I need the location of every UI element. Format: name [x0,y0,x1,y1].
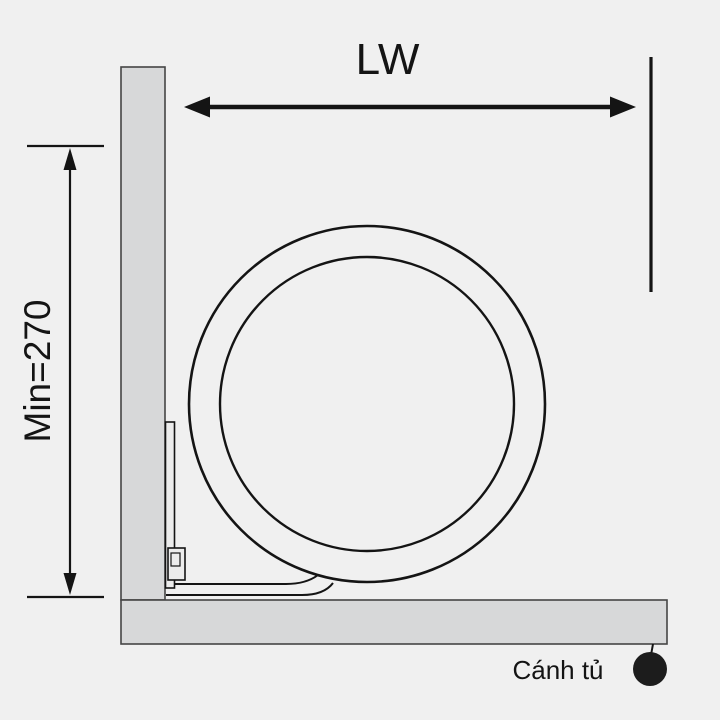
height-arrowhead-top [63,148,77,170]
bracket-clip [170,552,181,567]
cabinet-side-panel [120,66,166,601]
width-dimension-label: LW [356,35,421,84]
height-dimension-label: Min=270 [17,300,58,443]
door-callout-dot [633,652,667,686]
height-dimension-arrow [27,144,104,599]
base-plate-top-edge [175,574,319,585]
width-dimension-arrow [184,96,636,118]
width-arrowhead-right [610,96,636,118]
bracket-arm [164,421,176,589]
basket-outer-circle [187,224,547,584]
base-plate-bottom-edge [166,582,334,596]
basket-inner-circle [218,255,516,553]
mounting-bracket [164,421,334,596]
cabinet-bottom-panel [120,599,668,645]
door-label: Cánh tủ [512,655,603,685]
width-arrowhead-left [184,96,210,118]
height-arrowhead-bottom [63,573,77,595]
